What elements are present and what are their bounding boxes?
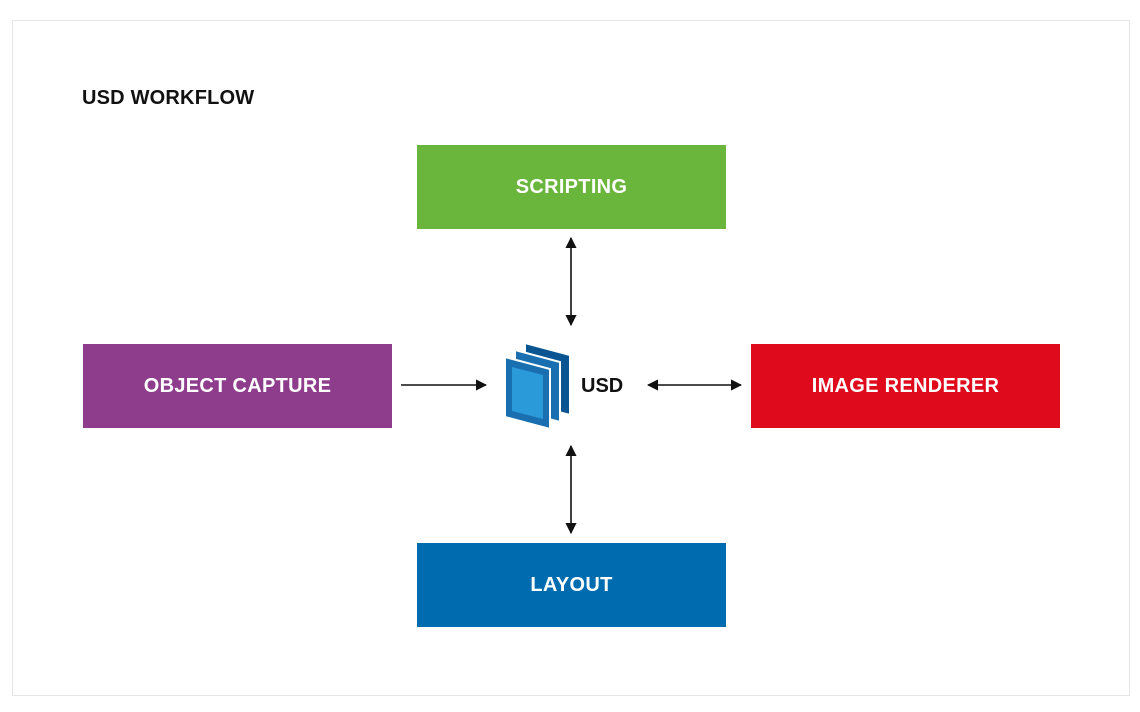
image-renderer-node-label: IMAGE RENDERER	[811, 374, 1000, 397]
usd-layer-face	[512, 367, 543, 419]
layout-node-label: LAYOUT	[530, 573, 613, 596]
object-capture-node-label: OBJECT CAPTURE	[143, 374, 332, 397]
usd-label: USD	[581, 375, 624, 397]
layout-node: LAYOUT	[417, 543, 726, 627]
object-capture-node: OBJECT CAPTURE	[83, 344, 392, 428]
scripting-node-label: SCRIPTING	[515, 175, 628, 198]
diagram-title: USD WORKFLOW	[82, 87, 255, 109]
image-renderer-node: IMAGE RENDERER	[751, 344, 1060, 428]
stacked-layers-icon	[504, 343, 571, 429]
scripting-node: SCRIPTING	[417, 145, 726, 229]
